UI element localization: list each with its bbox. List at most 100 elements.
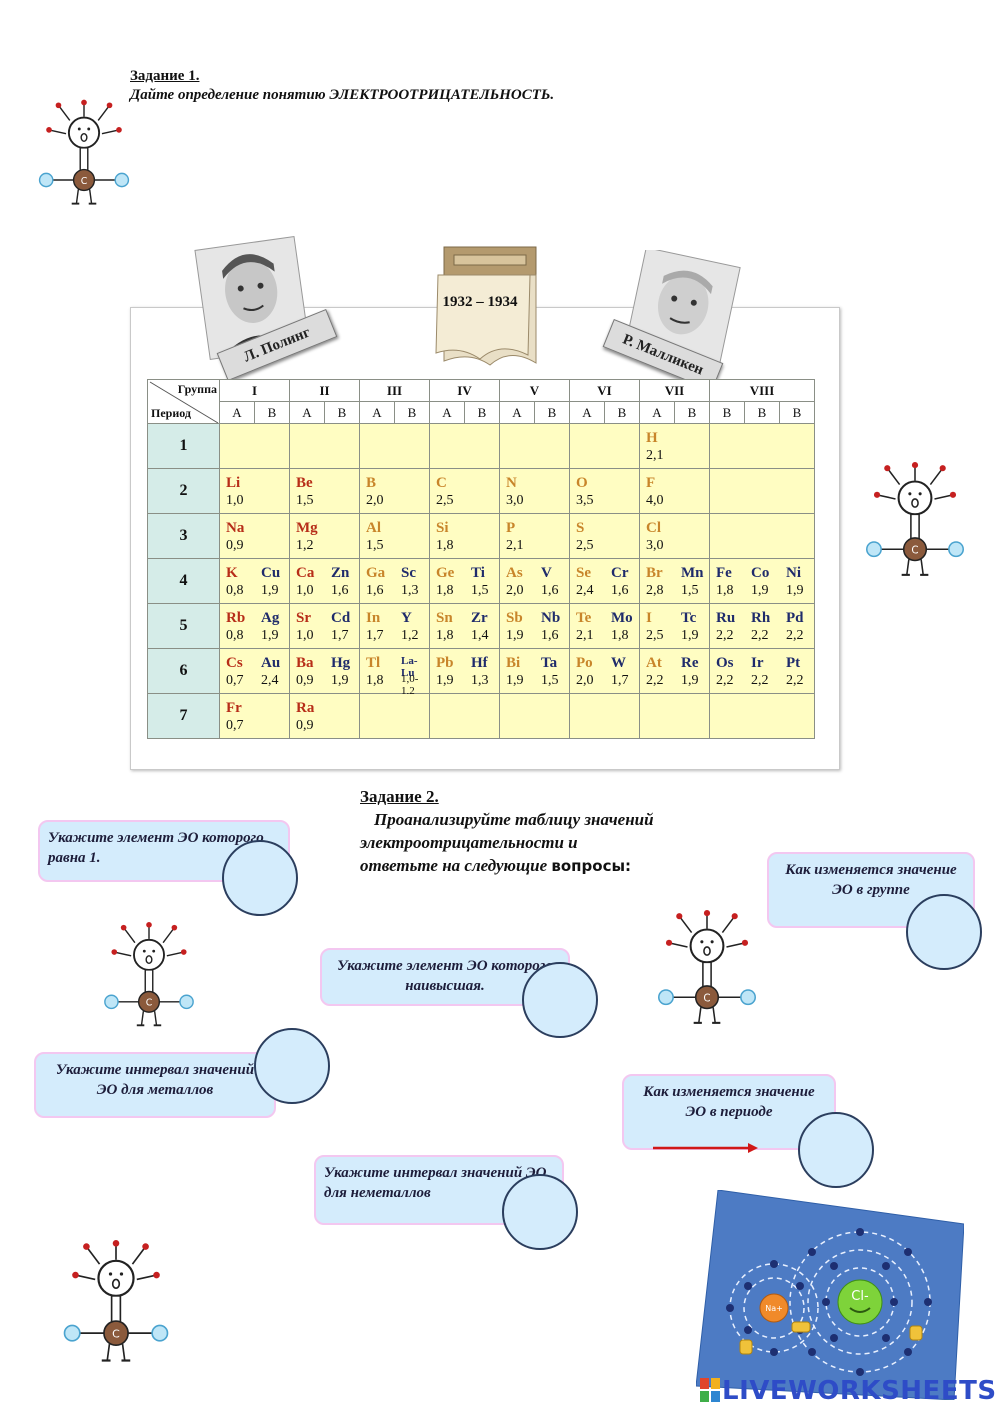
table-cell [219,423,290,469]
period-number: 3 [147,513,220,559]
task2-text: Проанализируйте таблицу значений электро… [360,808,720,878]
element-symbol: K [226,565,238,581]
electronegativity-value: 1,6 [331,583,349,598]
answer-circle-q6[interactable] [798,1112,874,1188]
subgroup-header: В [534,401,570,424]
element-symbol: Fe [716,565,732,581]
answer-circle-q3[interactable] [254,1028,330,1104]
electronegativity-value: 1,7 [611,673,629,688]
electronegativity-value: 2,2 [646,673,664,688]
subgroup-header: А [569,401,605,424]
element-symbol: Te [576,610,592,626]
electronegativity-value: 1,9 [261,583,279,598]
element-symbol: I [646,610,652,626]
element-symbol: Rb [226,610,246,626]
answer-circle-q5[interactable] [906,894,982,970]
period-number: 4 [147,558,220,604]
molecule-mascot-icon [54,1240,178,1366]
electronegativity-value: 1,6 [541,628,559,643]
subgroup-header: В [394,401,430,424]
subgroup-header: А [359,401,395,424]
element-symbol: S [576,520,585,536]
electronegativity-value: 2,1 [576,628,594,643]
element-symbol: Ba [296,655,314,671]
group-header: IV [429,379,500,402]
electronegativity-value: 1,9 [681,628,699,643]
table-cell [429,693,500,739]
electronegativity-value: 2,2 [751,628,769,643]
subgroup-header: В [254,401,290,424]
table-cell [289,423,360,469]
electronegativity-value: 2,4 [576,583,594,598]
element-symbol: Ca [296,565,315,581]
period-number: 1 [147,423,220,469]
element-symbol: Se [576,565,591,581]
subgroup-header: В [674,401,710,424]
electronegativity-value: 3,0 [646,538,664,553]
table-cell [709,513,815,559]
electronegativity-value: 0,7 [226,673,244,688]
element-symbol: Zr [471,610,488,626]
answer-circle-q4[interactable] [502,1174,578,1250]
table-cell [569,693,640,739]
electronegativity-value: 2,1 [506,538,524,553]
element-symbol: Cd [331,610,351,626]
period-number: 5 [147,603,220,649]
element-symbol: Cr [611,565,629,581]
electronegativity-value: 0,9 [296,673,314,688]
answer-circle-q1[interactable] [222,840,298,916]
element-symbol: Ga [366,565,386,581]
liveworksheets-logo: LIVEWORKSHEETS [700,1376,997,1406]
electronegativity-value: 2,5 [436,493,454,508]
group-header: VII [639,379,710,402]
table-cell [639,693,710,739]
electronegativity-value: 1,9 [751,583,769,598]
subgroup-header: В [464,401,500,424]
element-symbol: Rh [751,610,771,626]
subgroup-header: В [709,401,745,424]
subgroup-header: В [744,401,780,424]
element-symbol: Hg [331,655,351,671]
task2-line3b: вопросы: [551,857,632,875]
element-symbol: Hf [471,655,488,671]
electronegativity-value: 2,2 [786,673,804,688]
element-symbol: Pd [786,610,804,626]
electronegativity-value: 1,5 [541,673,559,688]
electronegativity-value: 2,2 [716,673,734,688]
element-symbol: N [506,475,517,491]
element-symbol: Ag [261,610,280,626]
element-symbol: La-Lu [401,655,418,679]
subgroup-header: В [324,401,360,424]
electronegativity-value: 1,9 [261,628,279,643]
subgroup-header: А [289,401,325,424]
element-symbol: Nb [541,610,561,626]
element-symbol: Ir [751,655,764,671]
electronegativity-value: 0,8 [226,583,244,598]
element-symbol: Cs [226,655,243,671]
period-number: 6 [147,648,220,694]
electronegativity-value: 2,2 [716,628,734,643]
answer-circle-q2[interactable] [522,962,598,1038]
table-cell [709,423,815,469]
subgroup-header: А [499,401,535,424]
electronegativity-value: 1,7 [331,628,349,643]
electronegativity-value: 1,9 [436,673,454,688]
electronegativity-value: 0,9 [296,718,314,733]
task2-line1: Проанализируйте таблицу значений [374,810,654,829]
electronegativity-value: 2,2 [751,673,769,688]
